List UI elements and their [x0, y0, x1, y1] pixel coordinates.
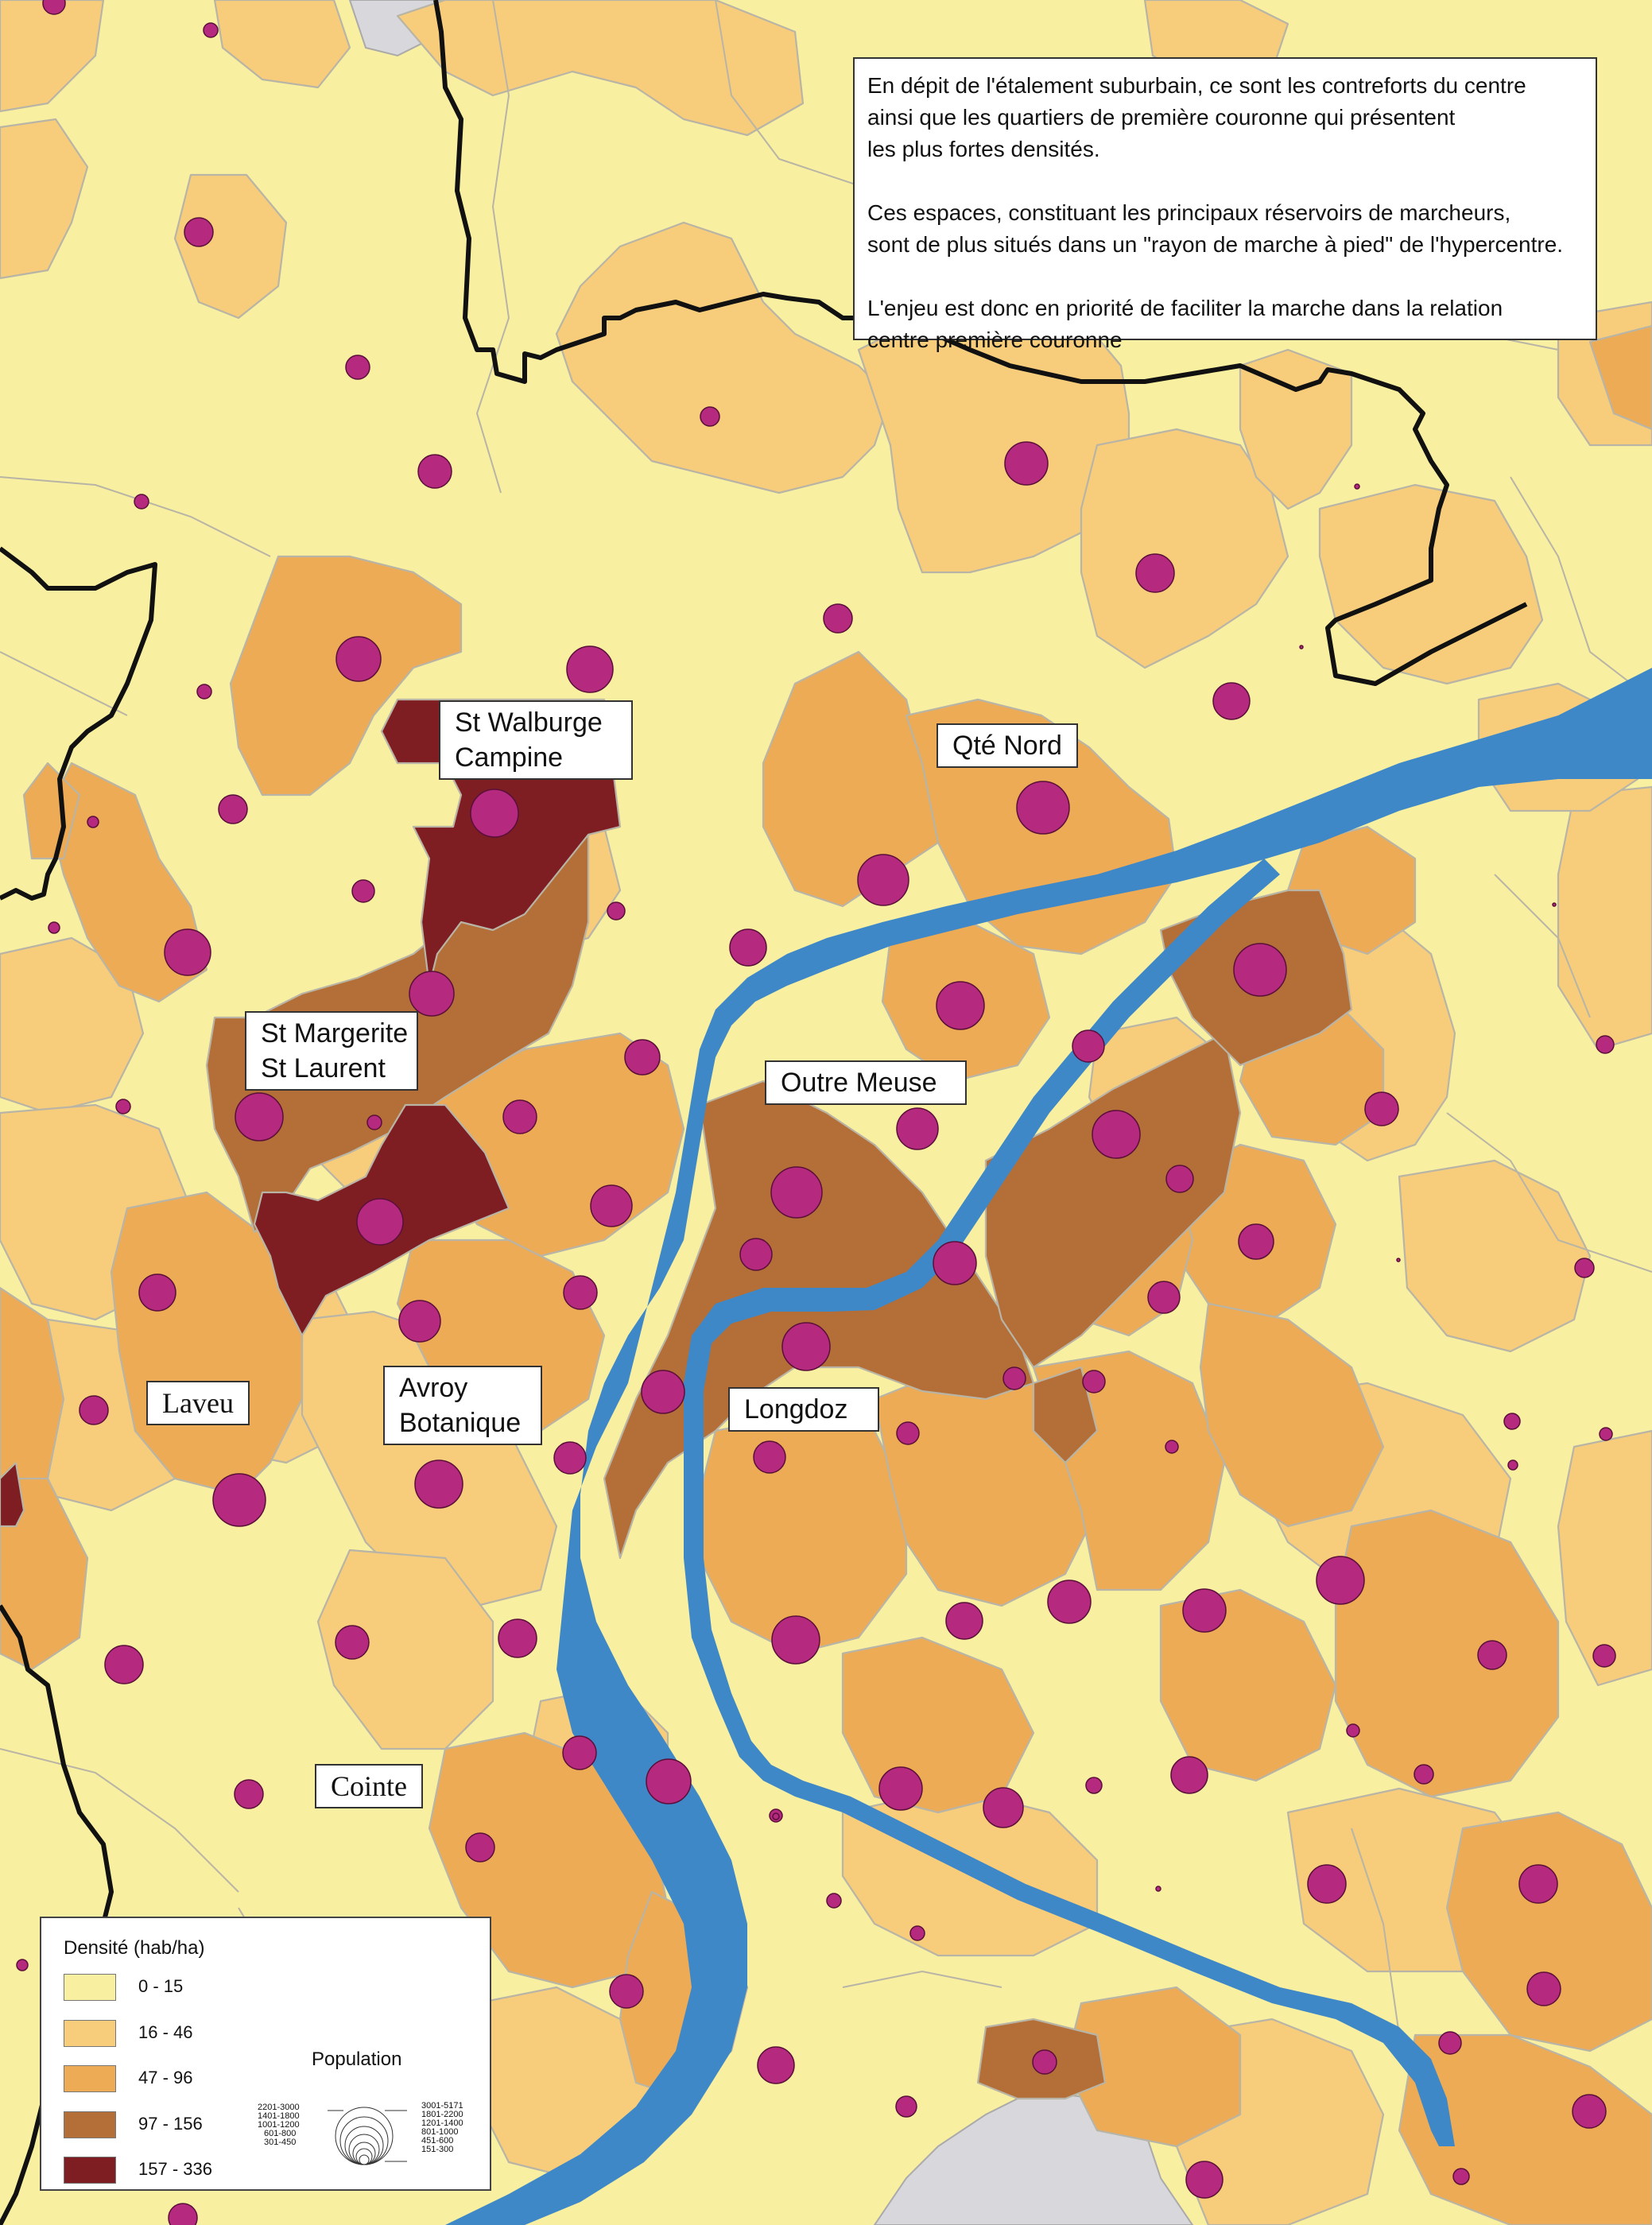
legend-swatch — [64, 2111, 116, 2138]
info-paragraph-3: L'enjeu est donc en priorité de facilite… — [867, 296, 1503, 352]
legend-swatch — [64, 2157, 116, 2184]
place-label-line: Laveu — [162, 1387, 234, 1419]
place-label-line: Campine — [455, 742, 564, 773]
map-legend: Densité (hab/ha) 0 - 15 16 - 46 47 - 96 … — [40, 1917, 491, 2191]
district — [555, 221, 892, 494]
population-class-label: 1201-1400 — [421, 2118, 463, 2128]
population-class-label: 3001-5171 — [421, 2101, 463, 2111]
district — [0, 936, 145, 1114]
district — [1318, 483, 1544, 685]
population-dots — [16, 0, 1616, 2225]
info-paragraph-1: En dépit de l'étalement suburbain, ce so… — [867, 73, 1526, 161]
meuse-river — [445, 668, 1652, 2225]
legend-class-label: 0 - 15 — [138, 1976, 184, 1996]
info-box: En dépit de l'étalement suburbain, ce so… — [853, 57, 1597, 352]
legend-swatch — [64, 2020, 116, 2047]
place-label-line: Longdoz — [744, 1394, 848, 1425]
population-class-label: 451-600 — [421, 2136, 454, 2146]
place-label-avroy: Avroy Botanique — [383, 1366, 542, 1445]
legend-swatch — [64, 1974, 116, 2001]
population-class-label: 301-450 — [264, 2138, 297, 2147]
district — [1398, 1159, 1592, 1353]
district — [1199, 1302, 1385, 1528]
population-class-label: 1001-1200 — [258, 2120, 300, 2130]
district — [1032, 1366, 1099, 1464]
district — [173, 173, 288, 320]
population-class-label: 1801-2200 — [421, 2110, 463, 2119]
place-label-cointe: Cointe — [315, 1764, 423, 1808]
place-label-line: Qté Nord — [952, 731, 1062, 761]
district — [22, 762, 81, 860]
legend-class-label: 97 - 156 — [138, 2114, 203, 2134]
district — [1557, 1429, 1652, 1687]
place-label-laveu: Laveu — [146, 1381, 250, 1425]
place-label-line: Outre Meuse — [781, 1068, 937, 1098]
legend-population-title: Population — [312, 2049, 402, 2070]
district — [0, 1477, 89, 1671]
district — [1445, 1811, 1652, 2053]
population-circles-icon — [328, 2107, 407, 2165]
place-label-line: Botanique — [399, 1408, 522, 1438]
district — [0, 1286, 65, 1496]
population-class-label: 801-1000 — [421, 2127, 459, 2137]
district — [1080, 428, 1289, 669]
district — [1334, 1509, 1560, 1798]
place-label-line: Avroy — [399, 1373, 468, 1403]
place-label-qte-nord: Qté Nord — [937, 723, 1078, 768]
population-class-label: 151-300 — [421, 2145, 454, 2154]
legend-class-label: 16 - 46 — [138, 2022, 193, 2042]
district — [0, 0, 105, 113]
district-longdoz-east — [984, 1032, 1242, 1369]
place-label-longdoz: Longdoz — [728, 1387, 879, 1432]
info-paragraph-2: Ces espaces, constituant les principaux … — [867, 200, 1564, 257]
district — [1239, 348, 1353, 510]
legend-class-label: 47 - 96 — [138, 2068, 193, 2087]
legend-swatch — [64, 2065, 116, 2092]
district — [0, 118, 89, 280]
district — [1159, 1588, 1337, 1782]
place-label-line: St Walburge — [455, 707, 603, 738]
place-label-outre-meuse: Outre Meuse — [765, 1060, 967, 1105]
district — [213, 0, 351, 89]
place-label-line: St Margerite — [261, 1018, 409, 1049]
place-label-line: St Laurent — [261, 1053, 386, 1083]
legend-class-label: 157 - 336 — [138, 2159, 212, 2179]
population-class-label: 1401-1800 — [258, 2111, 300, 2121]
district — [1588, 324, 1652, 431]
place-label-st-margerite: St Margerite St Laurent — [245, 1011, 418, 1091]
place-label-st-walburge: St Walburge Campine — [439, 700, 633, 780]
district — [0, 1461, 25, 1528]
place-label-line: Cointe — [331, 1770, 407, 1802]
population-class-label: 2201-3000 — [258, 2103, 300, 2112]
population-class-label: 601-800 — [264, 2129, 297, 2138]
legend-density-title: Densité (hab/ha) — [64, 1937, 205, 1959]
